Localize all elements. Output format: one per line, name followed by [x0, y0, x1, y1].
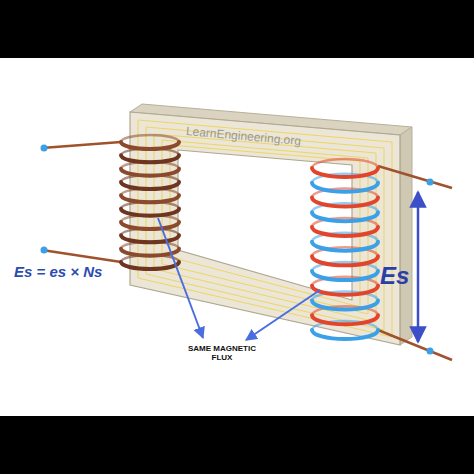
coil-turn [121, 142, 179, 149]
voltage-arrow [417, 192, 420, 342]
terminal-dot [427, 179, 434, 186]
coil-turn [121, 222, 179, 229]
bottom-bar [0, 416, 474, 474]
coil-turn [312, 227, 378, 236]
primary-wires [42, 142, 121, 262]
flux-label: SAME MAGNETIC FLUX [180, 344, 264, 362]
coil-turn [121, 182, 179, 189]
coil-turn [312, 183, 378, 192]
coil-turn [312, 330, 378, 339]
core-side-face [400, 127, 412, 345]
coil-turn [121, 169, 179, 176]
terminal-dot [41, 145, 48, 152]
coil-turn [312, 212, 378, 221]
coil-turn-back [121, 135, 179, 142]
coil-turn [121, 195, 179, 202]
watermark-holder: LearnEngineering.org [186, 124, 301, 138]
voltage-label-holder: Es [380, 262, 409, 290]
coil-turn-back [312, 159, 378, 168]
terminal-dot [41, 247, 48, 254]
coil-turn [312, 286, 378, 295]
coil-turn [312, 256, 378, 265]
coil-turn [312, 197, 378, 206]
coil-turn [121, 262, 179, 269]
coil-turn [121, 209, 179, 216]
coil-turn [121, 155, 179, 162]
leader-line [246, 290, 320, 340]
top-bar [0, 0, 474, 58]
coil-turn [312, 242, 378, 251]
coil-turn [121, 235, 179, 242]
voltage-label: Es [380, 262, 409, 290]
leader-line [158, 218, 203, 338]
coil-turn [312, 315, 378, 324]
coil-turn [312, 168, 378, 177]
secondary-wires [378, 166, 452, 360]
flux-label-holder: SAME MAGNETIC FLUX [180, 344, 264, 362]
coil-turn [312, 301, 378, 310]
terminal-dot [427, 348, 434, 355]
equation-label: Es = es × Ns [14, 263, 102, 280]
secondary-coil [312, 159, 378, 339]
equation-label-holder: Es = es × Ns [14, 263, 102, 280]
coil-turn [312, 271, 378, 280]
